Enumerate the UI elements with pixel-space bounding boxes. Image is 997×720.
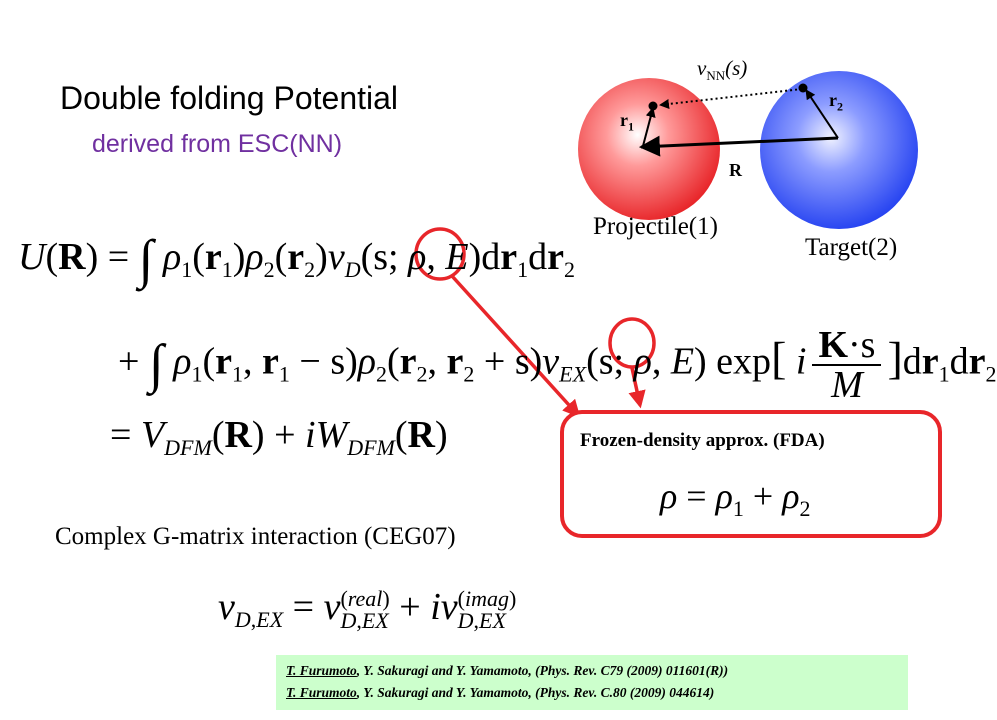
nucleon-2-dot [798,83,808,93]
slide-subtitle: derived from ESC(NN) [92,130,343,158]
r1-vector [642,107,656,147]
reference-1-author[interactable]: T. Furumoto [286,663,357,678]
rho-highlight-circle-2 [608,317,656,369]
r2-vector [805,89,839,139]
red-arrow-2 [628,367,646,409]
slide-title: Double folding Potential [60,80,399,116]
nucleon-1-dot [648,101,658,111]
diagram-graphics [414,71,918,418]
fda-title: Frozen-density approx. (FDA) [580,430,825,451]
fda-box [560,410,942,538]
red-arrow-1 [450,274,581,418]
fda-equation: ρ = ρ1 + ρ2 [660,476,811,521]
R-vector [638,135,839,157]
target-nucleus [760,71,918,229]
rho-highlight-circle-1 [414,227,466,281]
equation-4: vD,EX = v(real)D,EX + iv(imag)D,EX [218,586,517,634]
references-box: T. Furumoto, Y. Sakuragi and Y. Yamamoto… [276,655,908,710]
vnn-label: vNN(s) [697,56,748,84]
r2-label: r2 [829,90,843,114]
reference-2: T. Furumoto, Y. Sakuragi and Y. Yamamoto… [286,685,715,700]
projectile-label: Projectile(1) [593,213,718,240]
s-dotted-line [659,88,803,109]
projectile-nucleus [578,78,720,220]
R-label: R [729,160,742,180]
equation-1: U(R) = ∫ ρ1(r1)ρ2(r2)vD(s; ρ, E)dr1dr2 [18,229,575,289]
r1-label: r1 [620,110,634,134]
interaction-label: Complex G-matrix interaction (CEG07) [55,523,456,550]
target-label: Target(2) [805,234,898,261]
equation-2: + ∫ ρ1(r1, r1 − s)ρ2(r2, r2 + s)vEX(s; ρ… [118,324,997,406]
equation-3: = VDFM(R) + iWDFM(R) [110,414,448,460]
reference-2-author[interactable]: T. Furumoto [286,685,357,700]
reference-1: T. Furumoto, Y. Sakuragi and Y. Yamamoto… [286,663,729,678]
